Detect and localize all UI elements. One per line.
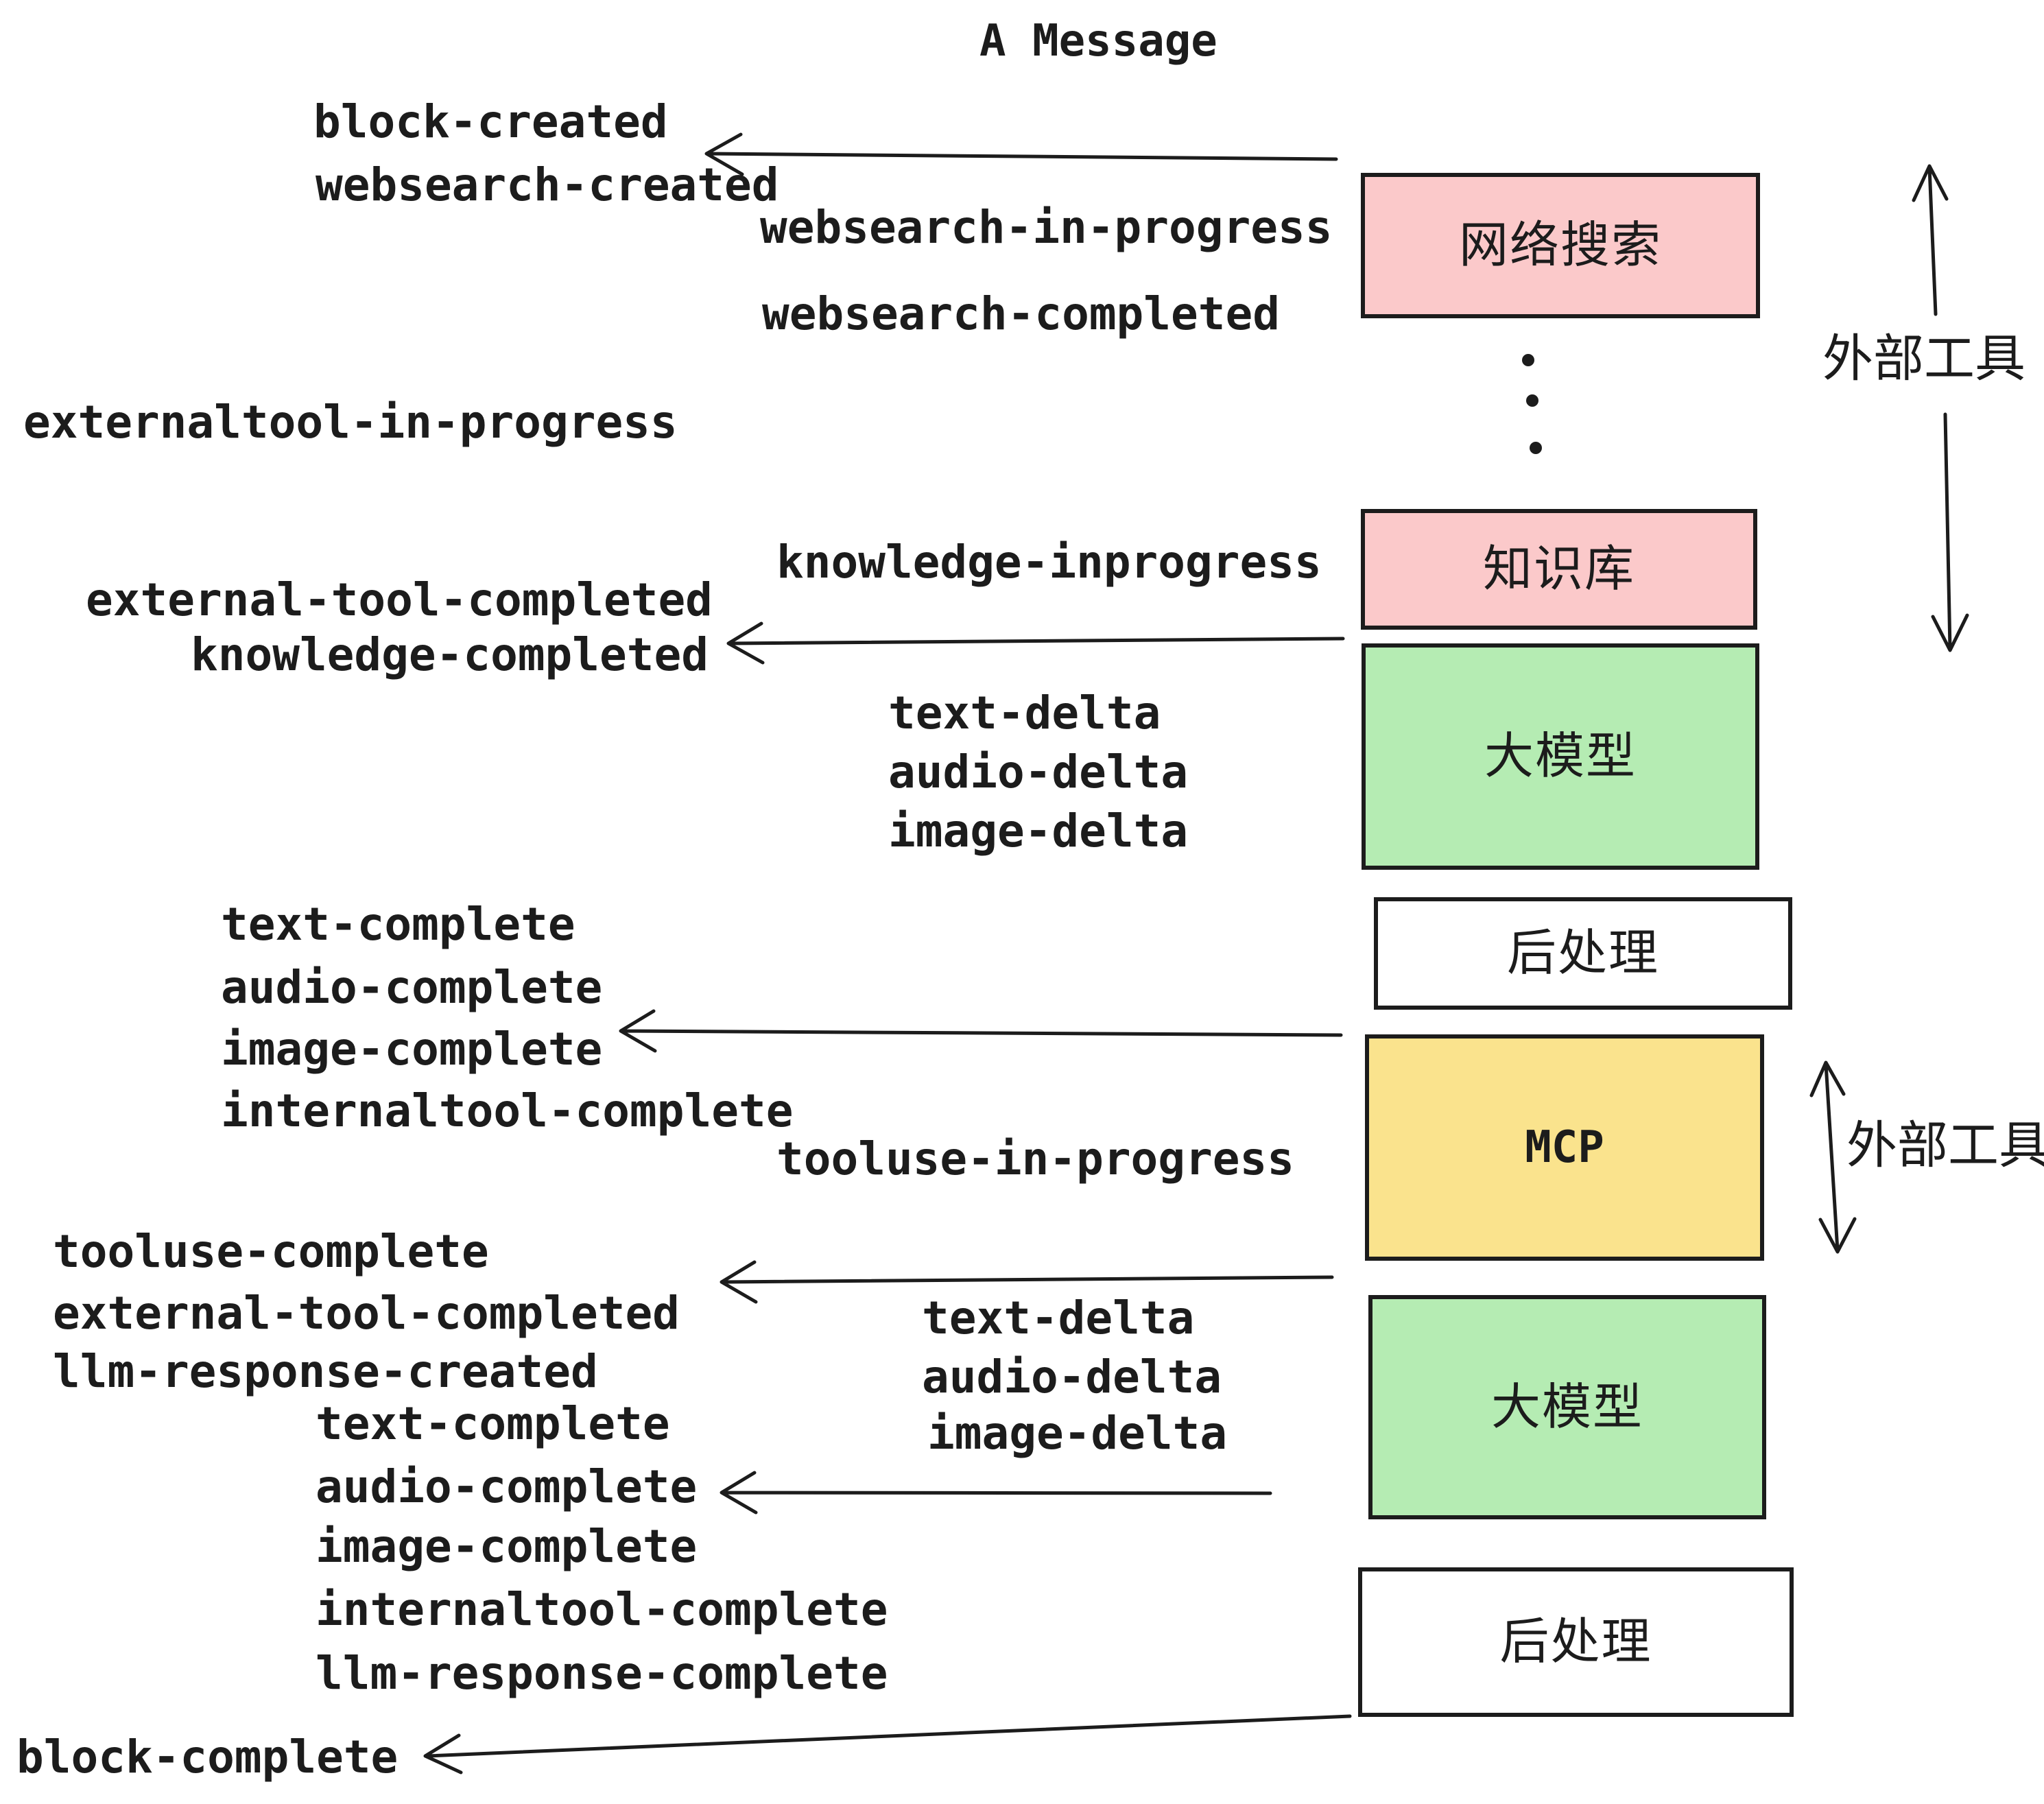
event-internaltool-complete-2: internaltool-complete <box>316 1583 888 1636</box>
event-internaltool-complete-1: internaltool-complete <box>221 1084 794 1137</box>
box-postprocess-1: 后处理 <box>1374 897 1792 1010</box>
box-label: 大模型 <box>1490 1379 1643 1435</box>
side-label-external-tools-2: 外部工具 <box>1846 1117 2044 1174</box>
box-mcp: MCP <box>1365 1034 1764 1261</box>
box-label: 后处理 <box>1499 1615 1652 1670</box>
box-label: MCP <box>1525 1122 1604 1173</box>
event-knowledge-inprogress: knowledge-inprogress <box>776 536 1322 589</box>
event-llm-response-created: llm-response-created <box>53 1345 598 1398</box>
arrow-websearch-to-events <box>704 132 1338 176</box>
event-image-delta-1: image-delta <box>888 805 1189 857</box>
box-label: 后处理 <box>1506 926 1659 981</box>
event-block-created: block-created <box>313 95 668 148</box>
event-external-tool-completed-1: external-tool-completed <box>86 573 713 626</box>
event-llm-response-complete: llm-response-complete <box>316 1647 888 1700</box>
side-label-external-tools-1: 外部工具 <box>1822 330 2025 387</box>
event-text-delta-1: text-delta <box>888 687 1161 739</box>
event-audio-complete-1: audio-complete <box>221 961 603 1014</box>
event-image-complete-2: image-complete <box>316 1520 698 1573</box>
box-llm-1: 大模型 <box>1362 643 1759 870</box>
event-text-complete-1: text-complete <box>221 898 575 951</box>
event-block-complete: block-complete <box>16 1731 399 1783</box>
event-text-delta-2: text-delta <box>922 1292 1195 1344</box>
event-image-complete-1: image-complete <box>221 1023 603 1076</box>
event-websearch-in-progress: websearch-in-progress <box>760 201 1333 254</box>
arrow-knowledge-to-events <box>726 621 1345 665</box>
event-image-delta-2: image-delta <box>927 1407 1228 1460</box>
event-externaltool-in-progress: externaltool-in-progress <box>23 396 678 449</box>
event-audio-delta-2: audio-delta <box>922 1351 1222 1403</box>
box-websearch: 网络搜索 <box>1361 173 1760 318</box>
ellipsis-dots <box>1522 354 1542 454</box>
event-external-tool-completed-2: external-tool-completed <box>53 1287 680 1340</box>
box-label: 知识库 <box>1482 542 1635 597</box>
arrow-postprocess2-to-block-complete <box>423 1714 1352 1775</box>
event-tooluse-in-progress: tooluse-in-progress <box>776 1132 1294 1185</box>
arrow-llm2-to-events <box>720 1471 1272 1515</box>
event-websearch-completed: websearch-completed <box>762 287 1280 340</box>
box-llm-2: 大模型 <box>1368 1295 1766 1519</box>
box-label: 大模型 <box>1484 729 1637 784</box>
event-text-complete-2: text-complete <box>316 1397 670 1450</box>
box-label: 网络搜索 <box>1458 218 1662 273</box>
event-knowledge-completed: knowledge-completed <box>191 628 709 681</box>
external-tools-arrow-up-1 <box>1912 164 1949 316</box>
event-audio-complete-2: audio-complete <box>316 1460 698 1513</box>
box-knowledge: 知识库 <box>1361 509 1757 630</box>
external-tools-arrow-down-1 <box>1931 412 1969 652</box>
arrow-postprocess1-to-events <box>619 1009 1343 1053</box>
event-tooluse-complete: tooluse-complete <box>53 1225 489 1278</box>
diagram-title: A Message <box>979 16 1217 67</box>
event-audio-delta-1: audio-delta <box>888 746 1189 798</box>
box-postprocess-2: 后处理 <box>1358 1567 1794 1717</box>
event-websearch-created: websearch-created <box>316 158 779 211</box>
